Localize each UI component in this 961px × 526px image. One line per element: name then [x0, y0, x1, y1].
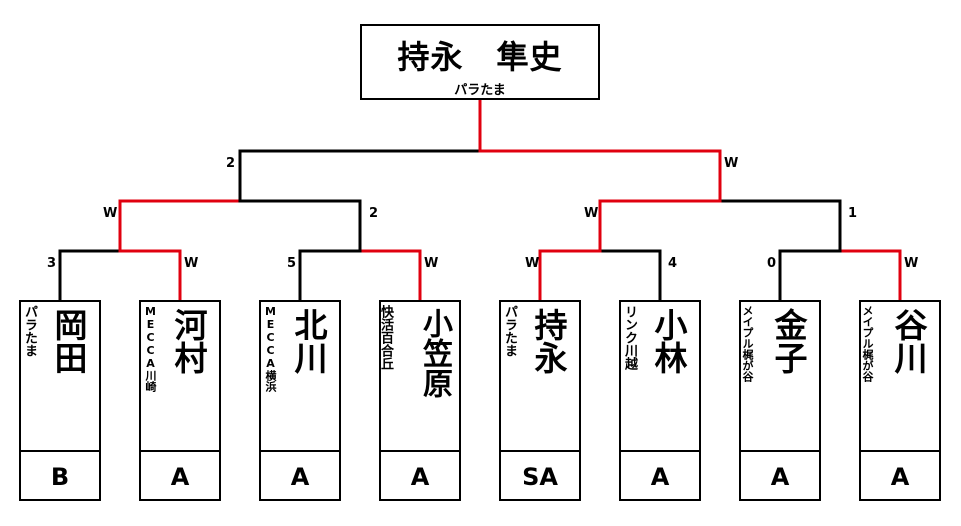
final-score-left: 2 — [226, 156, 236, 171]
semifinal-2-score-right: 1 — [848, 206, 858, 221]
round1-match-2-score-left: 5 — [287, 256, 297, 271]
player-card-ogasawara: 快活百合丘 小笠原 A — [378, 300, 461, 503]
player-name: 北川 — [289, 308, 328, 374]
semifinal-2-left-line — [598, 199, 722, 253]
player-club: リンク川越 — [622, 305, 637, 370]
player-grade: B — [21, 450, 99, 503]
player-name: 持永 — [529, 308, 568, 374]
player-club: メイプル梶が谷 — [861, 305, 874, 382]
final-right-line — [478, 149, 722, 203]
player-card-kobayashi: リンク川越 小林 A — [619, 300, 701, 501]
round1-match-4-score-right: W — [904, 256, 919, 271]
player-name: 金子 — [769, 308, 808, 374]
player-name: 小林 — [649, 308, 688, 374]
semifinal-1-score-left: W — [103, 206, 118, 221]
semifinal-1-left-line — [118, 199, 242, 253]
round1-match-3-score-right: 4 — [668, 256, 678, 271]
player-card-kawamura: MECCA川崎 河村 A — [139, 300, 221, 501]
player-card-okada: パラたま 岡田 B — [19, 300, 101, 501]
player-card-mochinaga: パラたま 持永 SA — [499, 300, 581, 501]
player-club: パラたま — [502, 305, 517, 357]
final-score-right: W — [724, 156, 739, 171]
round1-match-1-score-right: W — [184, 256, 199, 271]
final-left-line — [238, 149, 482, 203]
player-club: メイプル梶が谷 — [741, 305, 754, 382]
player-name: 小笠原 — [417, 308, 452, 398]
player-club: MECCA横浜 — [264, 305, 277, 392]
player-card-kitagawa: MECCA横浜 北川 A — [259, 300, 341, 501]
round1-match-4-score-left: 0 — [767, 256, 777, 271]
semifinal-2-score-left: W — [584, 206, 599, 221]
champion-club: パラたま — [454, 83, 506, 98]
player-club: パラたま — [22, 305, 37, 357]
player-grade: A — [261, 450, 339, 503]
player-name: 岡田 — [49, 308, 88, 374]
round1-match-1-left-line — [58, 249, 122, 302]
round1-match-3-score-left: W — [525, 256, 540, 271]
player-card-kaneko: メイプル梶が谷 金子 A — [739, 300, 821, 501]
semifinal-2-right-line — [718, 199, 842, 253]
round1-match-1-score-left: 3 — [47, 256, 57, 271]
champion-box: 持永 隼史 パラたま — [360, 24, 600, 100]
player-grade: A — [741, 450, 819, 503]
round1-match-3-right-line — [598, 249, 662, 302]
round1-match-4-left-line — [778, 249, 842, 302]
champion-name: 持永 隼史 — [397, 38, 563, 76]
player-grade: A — [381, 450, 459, 503]
round1-match-4-right-line — [838, 249, 902, 302]
semifinal-1-right-line — [238, 199, 362, 253]
player-grade: A — [861, 450, 939, 503]
player-grade: A — [141, 450, 219, 503]
round1-match-1-right-line — [118, 249, 182, 302]
player-name: 河村 — [169, 308, 208, 374]
round1-match-3-left-line — [538, 249, 602, 302]
semifinal-1-score-right: 2 — [369, 206, 379, 221]
round1-match-2-score-right: W — [424, 256, 439, 271]
player-grade: A — [621, 450, 699, 503]
round1-match-2-right-line — [358, 249, 422, 302]
player-grade: SA — [501, 450, 579, 503]
player-club: MECCA川崎 — [144, 305, 157, 392]
round1-match-2-left-line — [298, 249, 362, 302]
player-name: 谷川 — [889, 308, 928, 374]
player-card-tanigawa: メイプル梶が谷 谷川 A — [859, 300, 941, 501]
player-club: 快活百合丘 — [378, 305, 393, 370]
